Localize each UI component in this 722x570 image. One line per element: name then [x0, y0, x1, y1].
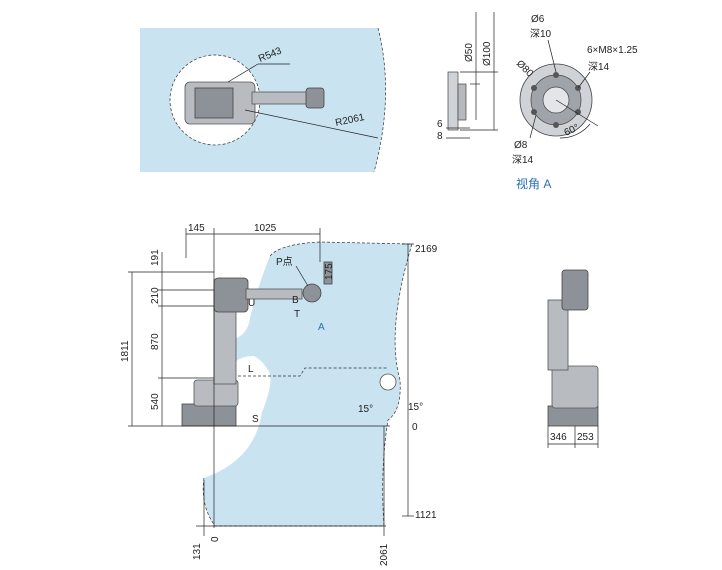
flange-side-view: Ø50 Ø100 6 8 [437, 12, 498, 142]
top-view-robot-motor [194, 87, 234, 119]
flange-side-body [447, 71, 459, 131]
flange-angle-ref [555, 99, 599, 127]
dim-191-label: 191 [150, 249, 161, 266]
side-view-reach-marker [379, 373, 397, 391]
flange-bolt-hole [531, 85, 537, 91]
top-view-robot-wrist [305, 87, 325, 109]
flange-dim8-label: 8 [437, 131, 443, 142]
axis-s-label: S [252, 414, 259, 425]
side-view: 145 1025 2169 0 1121 P点 175 U B T A L S … [120, 223, 438, 566]
p-point-leader [295, 265, 309, 287]
flange-front-view: Ø6 深10 Ø80 6×M8×1.25 深14 Ø8 深14 60° 视角 A [512, 14, 638, 191]
flange-bolt-hole [553, 72, 559, 78]
side-view-robot-upper-arm-motor [213, 277, 249, 313]
flange-dia50-label: Ø50 [464, 43, 475, 62]
dim-540-label: 540 [150, 393, 161, 410]
axis-u-label: U [248, 298, 255, 309]
flange-dia100-label: Ø100 [482, 41, 493, 66]
r2061-leader [244, 109, 379, 139]
flange-side-face [457, 83, 467, 121]
side-view-robot-forearm [245, 288, 303, 300]
top-view: R543 R2061 [140, 27, 386, 173]
dim-1121-label: 1121 [415, 510, 437, 521]
dim-0-label: 0 [210, 536, 221, 542]
rear-view: 346 253 [547, 269, 599, 448]
flange-hole-depth-label: 深10 [530, 28, 552, 40]
rear-view-dim-346-label: 346 [550, 432, 567, 443]
flange-dim6-label: 6 [437, 119, 443, 130]
side-view-robot-base [181, 403, 237, 427]
top-view-outer-boundary [373, 27, 386, 173]
flange-bolt-hole [531, 109, 537, 115]
side-view-robot-wrist [302, 283, 322, 303]
axis-l-label: L [248, 364, 254, 375]
flange-pin-leader [529, 114, 537, 139]
flange-bolt-hole [553, 122, 559, 128]
flange-hole-leader [547, 39, 557, 73]
dim-2169-label: 2169 [415, 244, 438, 255]
side-view-robot-flange [323, 261, 333, 285]
flange-bolt-hole [575, 109, 581, 115]
flange-thread-label: 6×M8×1.25 [587, 45, 638, 56]
flange-thread-depth-label: 深14 [588, 61, 610, 73]
dim-210-label: 210 [150, 287, 161, 304]
dim-175-label: 175 [324, 263, 335, 280]
angle-left-label: 15° [358, 404, 373, 415]
rear-view-arm [547, 299, 569, 371]
rear-view-motor [561, 269, 589, 311]
axis-t-label: T [294, 309, 300, 320]
dim-870-label: 870 [150, 333, 161, 350]
side-view-envelope [203, 242, 412, 526]
angle-right-label: 15° [408, 402, 423, 413]
rear-view-dim-253-label: 253 [577, 432, 594, 443]
view-a-caption: 视角 A [516, 176, 551, 191]
rear-view-base [547, 405, 599, 427]
axis-a-label: A [318, 322, 325, 333]
flange-pin-dia-label: Ø8 [514, 140, 528, 151]
dim-1811-label: 1811 [120, 340, 131, 362]
flange-thread-leader [577, 71, 591, 89]
flange-hole-dia-label: Ø6 [531, 14, 545, 25]
dim-2061-label: 2061 [379, 543, 390, 566]
r543-leader [227, 63, 259, 83]
p-point-label: P点 [276, 256, 293, 268]
dim-1025-label: 1025 [254, 223, 277, 234]
rear-view-turntable [551, 365, 599, 409]
dim-zero-right-label: 0 [412, 422, 418, 433]
flange-pin-depth-label: 深14 [512, 154, 534, 166]
dim-131-label: 131 [192, 543, 203, 560]
axis-b-label: B [292, 295, 299, 306]
side-view-lower-boundary [238, 367, 388, 377]
dim-145-label: 145 [188, 223, 205, 234]
flange-angle-arc [559, 123, 591, 139]
